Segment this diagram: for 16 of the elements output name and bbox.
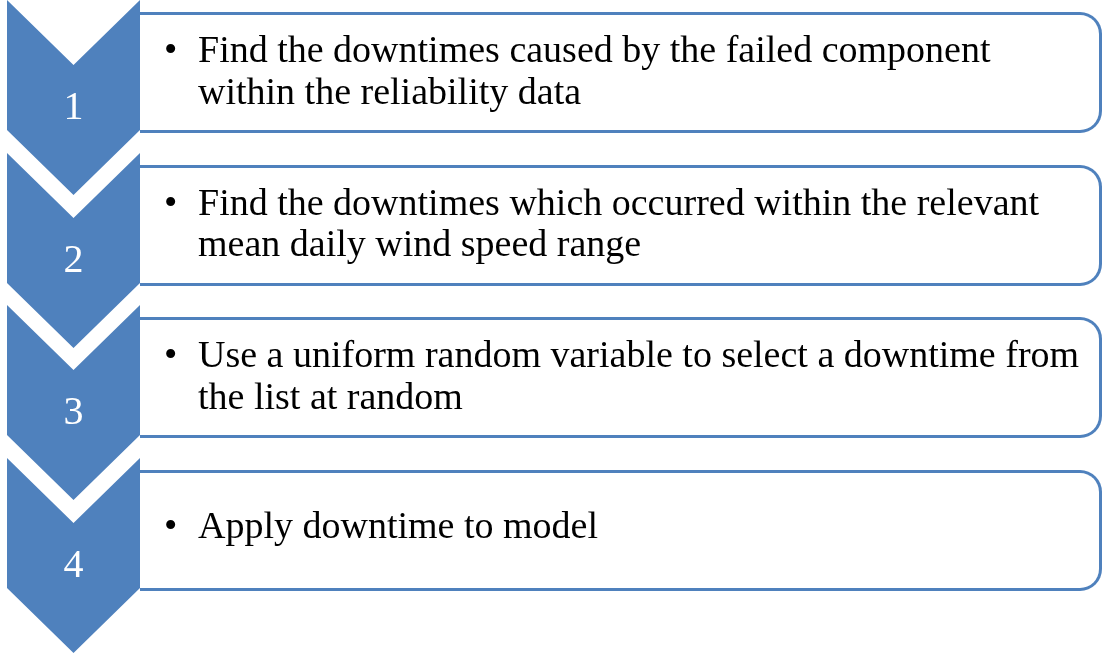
bullet-marker: • xyxy=(164,334,178,376)
step-number: 1 xyxy=(62,82,85,129)
step-box xyxy=(140,469,1102,591)
step-number: 4 xyxy=(62,539,85,587)
step-text: Find the downtimes which occurred within the relevant mean daily wind speed range xyxy=(198,181,1041,266)
step-text: Use a uniform random variable to select a downtime from the list at random xyxy=(198,334,1081,418)
step-number: 3 xyxy=(62,387,85,434)
step-box xyxy=(140,317,1102,438)
bullet-marker: • xyxy=(164,504,178,547)
step-text: Apply downtime to model xyxy=(198,504,600,547)
step-box xyxy=(140,164,1102,286)
step-box xyxy=(140,12,1102,133)
bullet-marker: • xyxy=(164,29,178,71)
bullet-marker: • xyxy=(164,181,178,224)
step-number: 2 xyxy=(62,234,85,282)
step-text: Find the downtimes caused by the failed component within the reliability data xyxy=(198,29,992,113)
